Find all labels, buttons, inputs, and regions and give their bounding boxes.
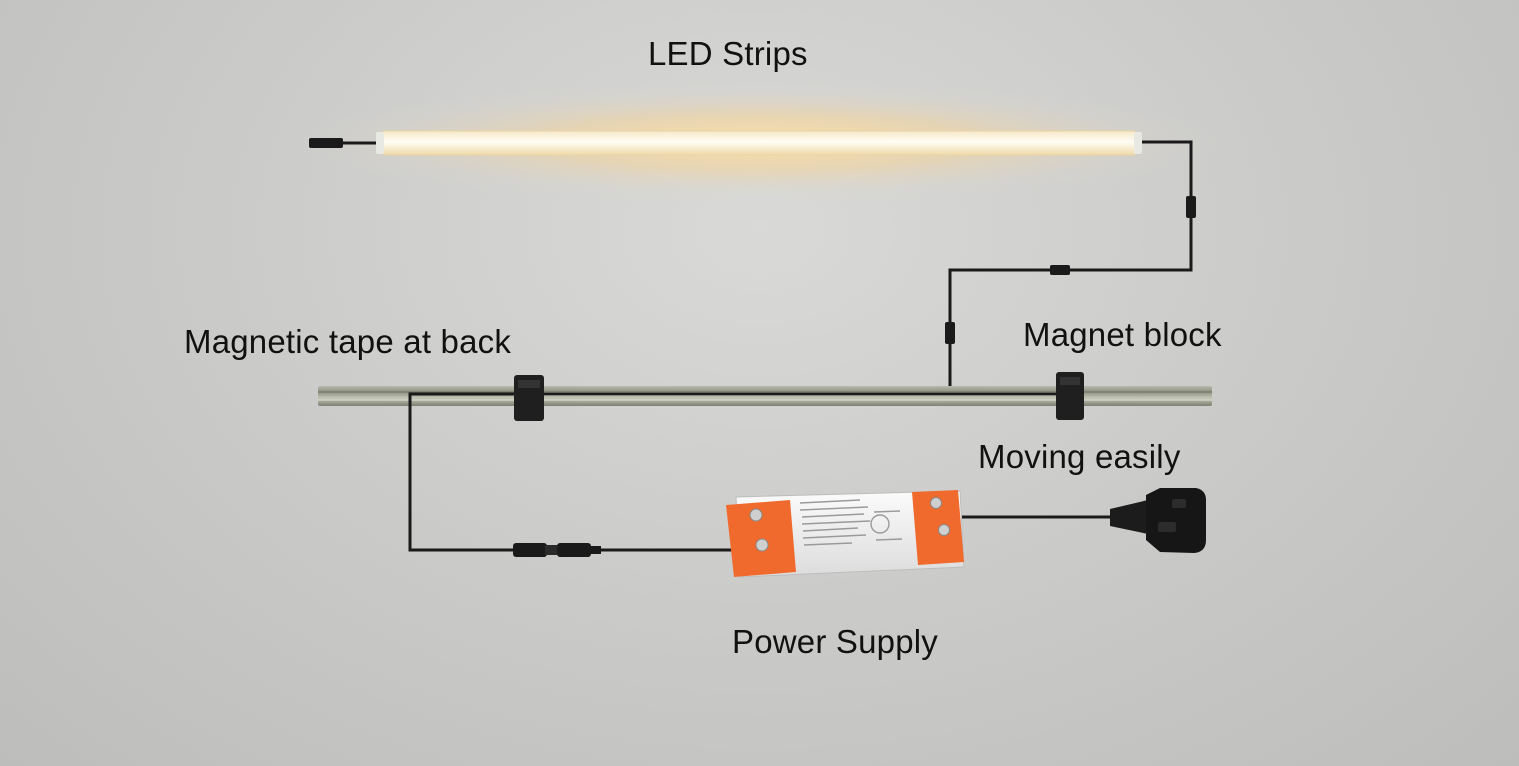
cable-clip-icon xyxy=(1050,265,1070,275)
power-supply-icon xyxy=(726,490,965,578)
connector-icon xyxy=(513,543,601,557)
cable-clip-icon xyxy=(1186,196,1196,218)
upper-cable xyxy=(948,140,1193,392)
magnet-block-icon xyxy=(514,375,544,421)
magnet-block-icon xyxy=(1056,372,1084,420)
uk-plug-icon xyxy=(1110,488,1206,553)
label-power-supply: Power Supply xyxy=(732,623,939,660)
lower-cable xyxy=(408,392,736,552)
label-magnet-block: Magnet block xyxy=(1023,316,1222,353)
led-strip-icon xyxy=(290,82,1230,202)
cable-clip-icon xyxy=(945,322,955,344)
label-magnetic-tape: Magnetic tape at back xyxy=(184,323,512,360)
label-led-strips: LED Strips xyxy=(648,35,808,72)
label-moving-easily: Moving easily xyxy=(978,438,1181,475)
